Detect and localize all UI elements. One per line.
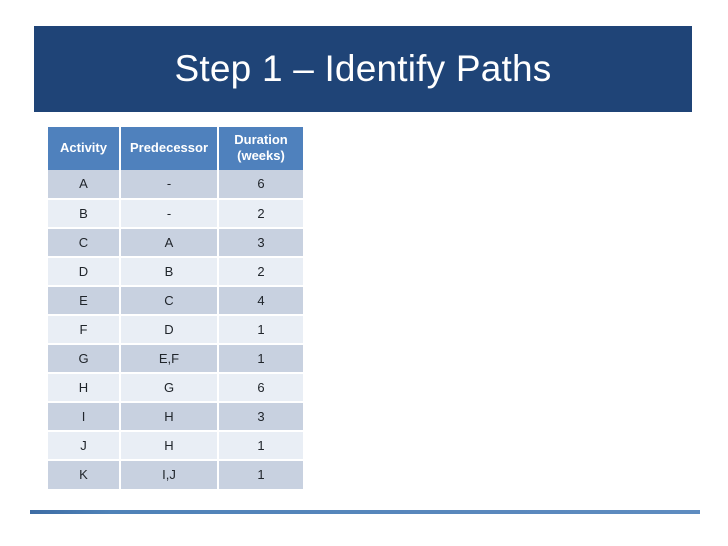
cell-activity: F: [48, 314, 121, 345]
cell-predecessor: I,J: [120, 459, 219, 489]
cell-predecessor: E,F: [120, 343, 219, 374]
table-row: B - 2: [48, 198, 303, 229]
activity-table: Activity Predecessor Duration (weeks) A …: [48, 127, 303, 489]
cell-activity: C: [48, 227, 121, 258]
table-row: F D 1: [48, 314, 303, 345]
cell-duration: 1: [218, 459, 303, 489]
cell-activity: K: [48, 459, 121, 489]
cell-predecessor: H: [120, 430, 219, 461]
page-title: Step 1 – Identify Paths: [174, 47, 552, 89]
cell-predecessor: A: [120, 227, 219, 258]
cell-activity: B: [48, 198, 121, 229]
cell-predecessor: -: [120, 198, 219, 229]
table-row: H G 6: [48, 372, 303, 403]
cell-duration: 3: [218, 227, 303, 258]
cell-predecessor: B: [120, 256, 219, 287]
column-header-activity: Activity: [48, 127, 121, 170]
cell-activity: I: [48, 401, 121, 432]
cell-activity: A: [48, 169, 121, 200]
cell-activity: D: [48, 256, 121, 287]
cell-duration: 1: [218, 314, 303, 345]
table-row: K I,J 1: [48, 459, 303, 489]
cell-duration: 1: [218, 343, 303, 374]
cell-duration: 2: [218, 198, 303, 229]
cell-activity: H: [48, 372, 121, 403]
table-row: I H 3: [48, 401, 303, 432]
column-header-duration: Duration (weeks): [218, 127, 303, 170]
footer-divider: [30, 510, 700, 514]
table-body: A - 6 B - 2 C A 3 D B 2 E C 4: [48, 169, 303, 489]
cell-duration: 1: [218, 430, 303, 461]
table-row: C A 3: [48, 227, 303, 258]
cell-predecessor: H: [120, 401, 219, 432]
column-header-predecessor: Predecessor: [120, 127, 219, 170]
cell-duration: 6: [218, 372, 303, 403]
cell-predecessor: C: [120, 285, 219, 316]
cell-duration: 2: [218, 256, 303, 287]
cell-duration: 6: [218, 169, 303, 200]
table-row: J H 1: [48, 430, 303, 461]
table-row: D B 2: [48, 256, 303, 287]
table-row: G E,F 1: [48, 343, 303, 374]
cell-predecessor: -: [120, 169, 219, 200]
cell-duration: 3: [218, 401, 303, 432]
cell-activity: J: [48, 430, 121, 461]
cell-predecessor: G: [120, 372, 219, 403]
cell-activity: E: [48, 285, 121, 316]
table-row: A - 6: [48, 169, 303, 200]
title-banner: Step 1 – Identify Paths: [34, 26, 692, 112]
cell-duration: 4: [218, 285, 303, 316]
table-row: E C 4: [48, 285, 303, 316]
cell-predecessor: D: [120, 314, 219, 345]
table-header: Activity Predecessor Duration (weeks): [48, 127, 303, 170]
table-header-row: Activity Predecessor Duration (weeks): [48, 127, 303, 170]
cell-activity: G: [48, 343, 121, 374]
